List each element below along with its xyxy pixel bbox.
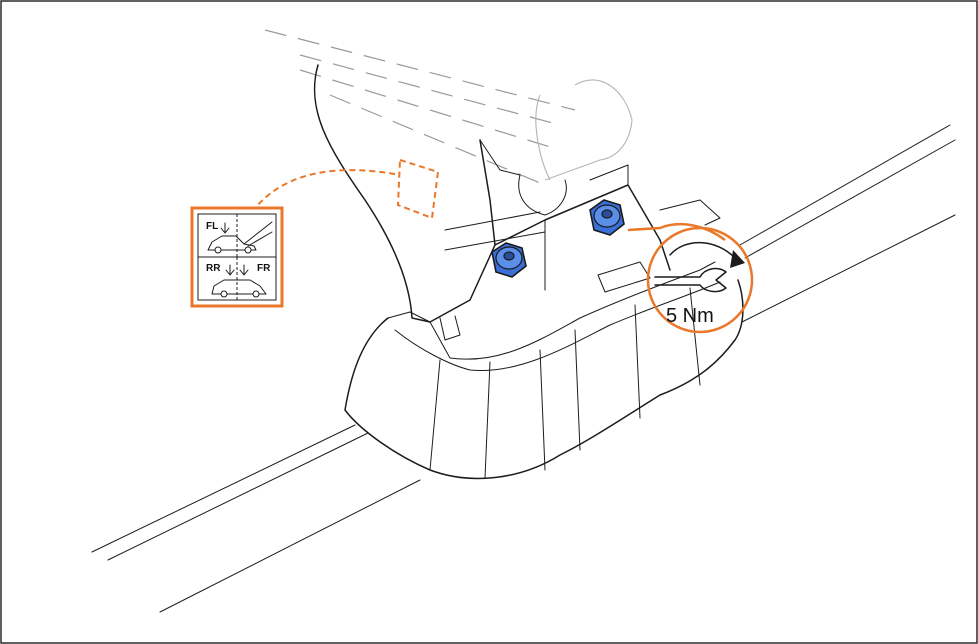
- crossbar-ghost: [264, 29, 633, 186]
- base-top-rim: [387, 261, 716, 360]
- wrench-icon: [654, 267, 727, 293]
- label-leader: [251, 158, 440, 220]
- label-position-marker: [396, 158, 440, 220]
- nut-left: [491, 242, 527, 278]
- tower-plate-mid: [444, 231, 546, 251]
- label-rear-right: RR: [206, 263, 221, 274]
- car-bottom-body: [211, 279, 267, 295]
- clockwise-arrowhead: [730, 250, 745, 268]
- nut-right-hole: [601, 209, 613, 219]
- arrow-down-icon: [220, 222, 230, 234]
- crossbar-end-cap: [544, 79, 633, 181]
- callout-circle: [646, 226, 754, 334]
- tower-bolt-slot: [518, 174, 567, 216]
- foot-base: [344, 199, 744, 480]
- crossbar-end-curve: [535, 94, 551, 181]
- tower-outline: [313, 64, 496, 323]
- rail-line-lower-left-c: [159, 479, 421, 613]
- label-leader-arc: [251, 169, 401, 213]
- rail-line-lower-left-a: [91, 424, 356, 553]
- nut-left-hole: [503, 251, 515, 261]
- tower-right-top: [589, 164, 629, 186]
- label-front-right: FR: [257, 263, 271, 274]
- tower-plate-top: [444, 211, 541, 231]
- position-sticker: FL RR FR: [190, 206, 284, 308]
- car-bottom-wheel-rear: [252, 290, 260, 298]
- tower-top-edge: [479, 139, 521, 176]
- base-rib-4: [574, 329, 581, 451]
- base-rib-5: [634, 304, 641, 419]
- base-clip-left: [439, 315, 461, 341]
- base-outline: [344, 279, 744, 480]
- crossbar-edge-low: [299, 69, 561, 151]
- arrow-down-icon: [239, 264, 249, 276]
- car-icon: [207, 221, 273, 254]
- base-rib-3: [539, 349, 546, 471]
- car-top-wheel-front: [214, 246, 222, 254]
- rail-line-lower-left-b: [107, 432, 369, 561]
- foot-tower: [313, 64, 671, 323]
- arrow-down-icon: [225, 264, 235, 276]
- crossbar-edge-bottom: [329, 94, 546, 186]
- base-inner-rim: [394, 281, 721, 372]
- rail-line-upper-right-c: [741, 214, 956, 323]
- callout-pointer: [627, 222, 726, 242]
- car-top-wheel-rear: [244, 246, 252, 254]
- crossbar-edge-top: [264, 29, 576, 111]
- roof-rail: [91, 124, 956, 613]
- torque-value: 5 Nm: [666, 305, 714, 327]
- base-rib-6: [689, 287, 701, 386]
- base-clip-right: [659, 199, 721, 226]
- car-top-body: [207, 235, 257, 251]
- label-front-left: FL: [206, 221, 218, 232]
- nut-right: [589, 199, 625, 236]
- base-rib-2: [484, 361, 491, 479]
- crossbar-edge-mid: [299, 54, 561, 126]
- torque-callout: 5 Nm: [627, 222, 754, 334]
- base-slot: [597, 261, 651, 293]
- sticker-sight-lines: [243, 221, 273, 247]
- rail-line-upper-right-b: [744, 139, 956, 259]
- base-rib-1: [429, 359, 441, 471]
- car-icon: [211, 279, 267, 298]
- car-bottom-wheel-front: [220, 290, 228, 298]
- clockwise-arrow-icon: [669, 241, 736, 259]
- rail-line-upper-right-a: [739, 124, 951, 246]
